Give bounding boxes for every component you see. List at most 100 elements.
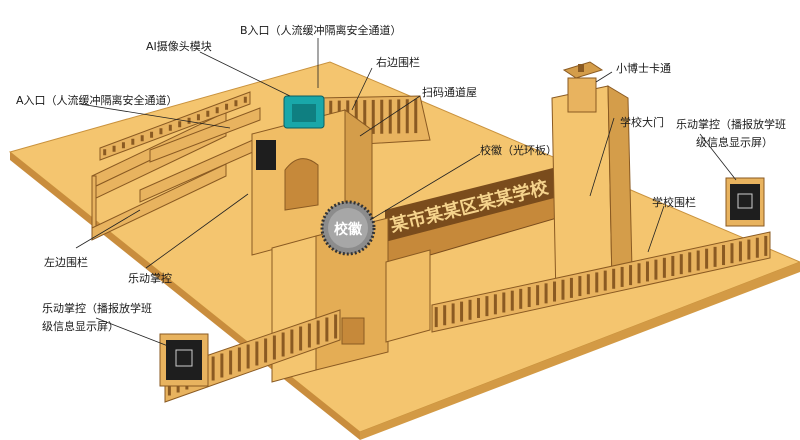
fence-slat [679,254,683,275]
label-left-fence: 左边围栏 [44,255,88,269]
label-mpython-right-1: 乐动掌控（播报放学班 [676,117,786,131]
fence-slat [460,301,464,322]
gate-sign-panel [385,160,585,242]
leader-lines [75,38,737,347]
fence-slat [397,99,401,134]
fence-slat [569,277,573,298]
fence-slat [334,314,338,339]
fence-slat [645,261,649,282]
fence-slat [620,266,624,287]
fence-slat [206,110,210,117]
fence-slat [255,341,259,366]
fence-slat [468,299,472,320]
fence-slat [527,287,531,308]
left-fence-slats [103,96,247,156]
fence-slat [112,145,116,152]
fence-slat [243,96,247,103]
left-fence-maze [91,91,263,241]
fence-slat [225,103,229,110]
fence-slat [443,305,447,326]
fence-slat [211,356,215,381]
label-ai-camera: AI摄像头模块 [146,39,212,53]
fence-slat [371,99,375,134]
mpython-board-right [725,177,765,227]
fence-slat [131,138,135,145]
fence-slat [159,128,163,135]
mpython-board-bottom-left [159,333,209,387]
school-badge-text: 校徽 [334,221,363,238]
fence-slat [234,100,238,107]
fence-slat [150,131,154,138]
fence-slat [354,100,358,135]
label-scan-gate: 扫码通道屋 [422,85,477,99]
fence-slat [637,263,641,284]
fence-slat [544,283,548,304]
fence-slat [747,239,751,260]
fence-slat [121,142,125,149]
fence-slat [696,250,700,271]
fence-slat [662,257,666,278]
fence-slat [510,290,514,311]
fence-slat [168,124,172,131]
fence-slat [603,270,607,291]
scan-house-panel [256,140,276,170]
fence-slat [586,274,590,295]
scan-house-arch [284,158,319,211]
fence-slat [196,114,200,121]
fence-slat [451,303,455,324]
fence-slat [671,255,675,276]
fence-slat [713,246,717,267]
gate-middle-pillar [385,249,431,343]
fence-slat [705,248,709,269]
fence-slat [363,100,367,135]
fence-slat [316,320,320,345]
fence-slat [738,241,742,262]
ai-camera-screen [292,104,316,122]
fence-slat [434,307,438,328]
label-mpython-right-2: 级信息显示屏） [696,135,773,149]
fence-slat [264,338,268,363]
bottom-left-fence [164,309,341,403]
fence-slat [178,121,182,128]
fence-slat [388,99,392,134]
base-board-edge [360,262,800,440]
fence-slat [140,135,144,142]
gate-pillar-window [341,317,365,345]
fence-slat [730,243,734,264]
dr-cartoon-body [567,77,597,113]
label-dr-card: 小博士卡通 [616,62,671,75]
fence-slat [307,323,311,348]
fence-slat [536,285,540,306]
label-school-gate: 学校大门 [620,115,664,129]
fence-slat [561,279,565,300]
fence-slat [290,329,294,354]
fence-slat [405,99,409,134]
fence-slat [654,259,658,280]
label-right-fence: 右边围栏 [376,55,420,69]
fence-slat [380,99,384,134]
fence-slat [612,268,616,289]
fence-slat [502,292,506,313]
fence-slat [272,335,276,360]
fence-slat [688,252,692,273]
fence-slat [476,297,480,318]
fence-slat [237,347,241,372]
fence-slat [220,353,224,378]
fence-slat [299,326,303,351]
label-school-badge: 校徽（光环板） [480,143,557,157]
fence-slat [722,245,726,266]
fence-slat [187,117,191,124]
school-fence-slats [434,235,768,328]
fence-slat [325,317,329,342]
school-fence-front [431,231,771,333]
fence-slat [414,99,418,134]
fence-slat [229,350,233,375]
fence-slat [595,272,599,293]
fence-slat [519,288,523,309]
school-badge-face [328,208,368,248]
fence-slat [629,265,633,286]
label-b-entrance: B入口（人流缓冲隔离安全通道） [240,23,402,37]
label-mpython-bl-2: 级信息显示屏） [42,319,119,333]
fence-slat [755,237,759,258]
